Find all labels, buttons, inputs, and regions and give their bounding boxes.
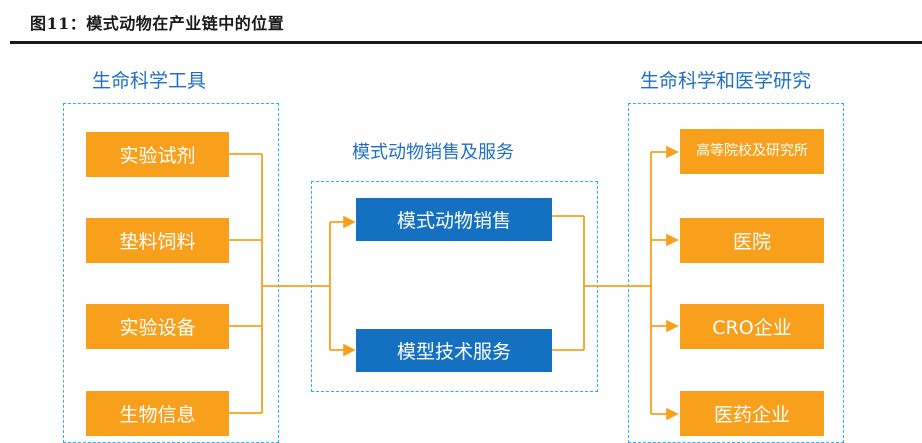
left-item-equipment: 实验设备 [86,304,229,349]
middle-section-label: 模式动物销售及服务 [352,142,514,163]
left-item-reagents: 实验试剂 [86,132,229,177]
left-item-bedding-feed: 垫料饲料 [86,218,229,263]
right-item-hospital: 医院 [680,218,824,263]
right-item-pharma: 医药企业 [680,391,824,436]
right-item-university: 高等院校及研究所 [680,129,824,174]
right-section-label: 生命科学和医学研究 [640,70,812,92]
left-section-label: 生命科学工具 [92,70,207,92]
middle-item-model-service: 模型技术服务 [356,329,552,372]
right-item-cro: CRO企业 [680,304,824,349]
figure-title: 图11：模式动物在产业链中的位置 [30,14,285,33]
middle-item-animal-sales: 模式动物销售 [356,198,552,241]
title-rule [10,41,922,44]
left-item-bioinformatics: 生物信息 [86,391,229,436]
